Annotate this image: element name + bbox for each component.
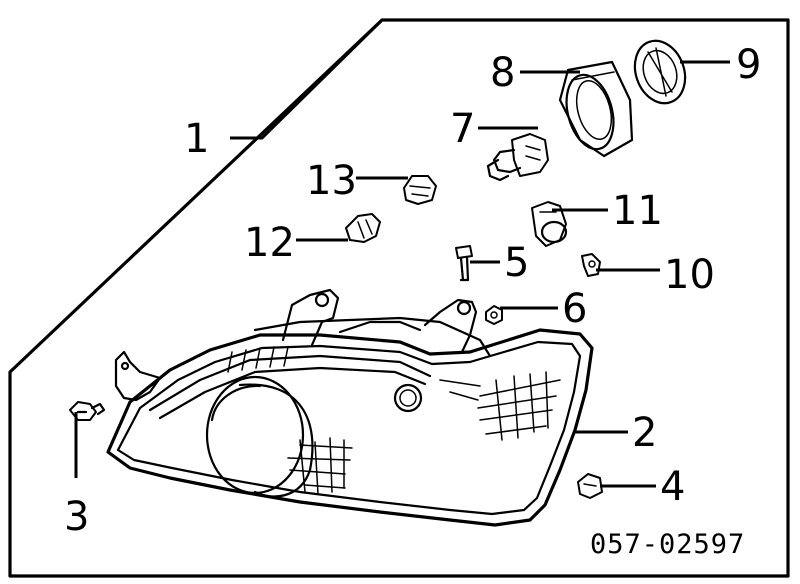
callout-5: 5 [504, 240, 529, 286]
callout-1: 1 [184, 116, 209, 162]
callout-8: 8 [490, 50, 515, 96]
callout-12: 12 [244, 220, 295, 266]
socket-part-13 [403, 175, 437, 205]
callout-10: 10 [664, 252, 715, 298]
callout-9: 9 [736, 42, 761, 88]
part-code: 057-02597 [590, 529, 745, 560]
callout-6: 6 [562, 286, 587, 332]
nut-part-6 [485, 305, 503, 325]
callout-4: 4 [660, 464, 685, 510]
bulb-part-7 [486, 133, 549, 182]
headlamp-assembly [106, 288, 594, 527]
callout-11: 11 [612, 188, 663, 234]
callout-7: 7 [450, 106, 475, 152]
bulb-part-12 [345, 213, 381, 243]
small-bulb-part-10 [581, 253, 601, 277]
cover-ring-part-8 [558, 60, 634, 158]
cap-part-9 [633, 39, 687, 105]
socket-part-11 [531, 201, 568, 247]
callout-13: 13 [306, 158, 357, 204]
bolt-part-5 [455, 245, 473, 282]
callout-2: 2 [632, 410, 657, 456]
callout-3: 3 [64, 494, 89, 540]
diagram-border [8, 18, 790, 578]
clip-part-4 [577, 473, 603, 499]
